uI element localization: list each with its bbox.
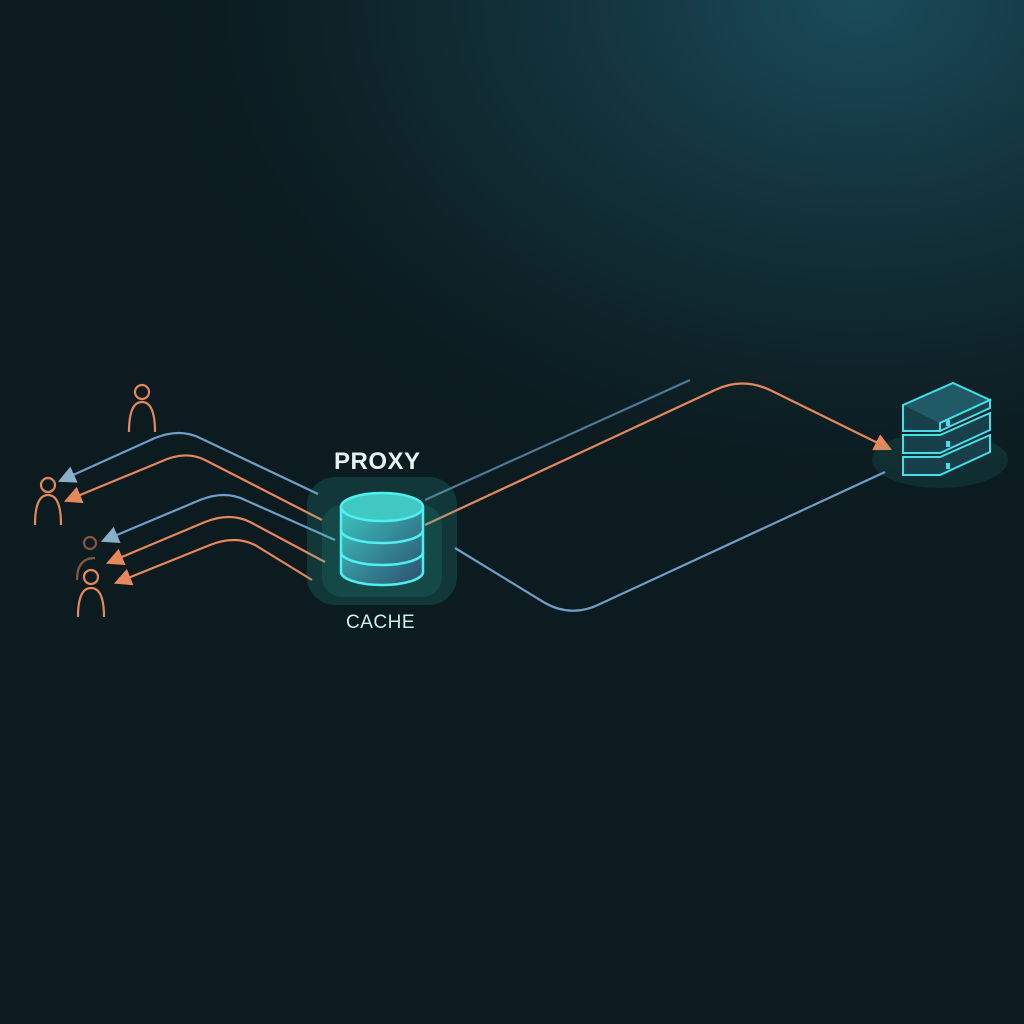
database-icon	[339, 491, 425, 587]
request-line-to-origin	[424, 382, 892, 526]
response-line-2	[100, 493, 336, 543]
response-line-upstream	[424, 378, 691, 502]
user-icon	[76, 568, 106, 618]
response-line-from-origin	[454, 471, 886, 612]
request-line-1	[63, 454, 323, 521]
server-stack-icon	[902, 381, 993, 476]
user-icon	[127, 383, 157, 433]
user-icon	[75, 535, 98, 581]
proxy-label: PROXY	[334, 448, 421, 475]
request-line-3	[113, 538, 313, 586]
user-icon	[33, 476, 63, 526]
cache-label: CACHE	[346, 612, 416, 633]
request-line-2	[105, 515, 326, 565]
response-line-1	[57, 431, 319, 495]
